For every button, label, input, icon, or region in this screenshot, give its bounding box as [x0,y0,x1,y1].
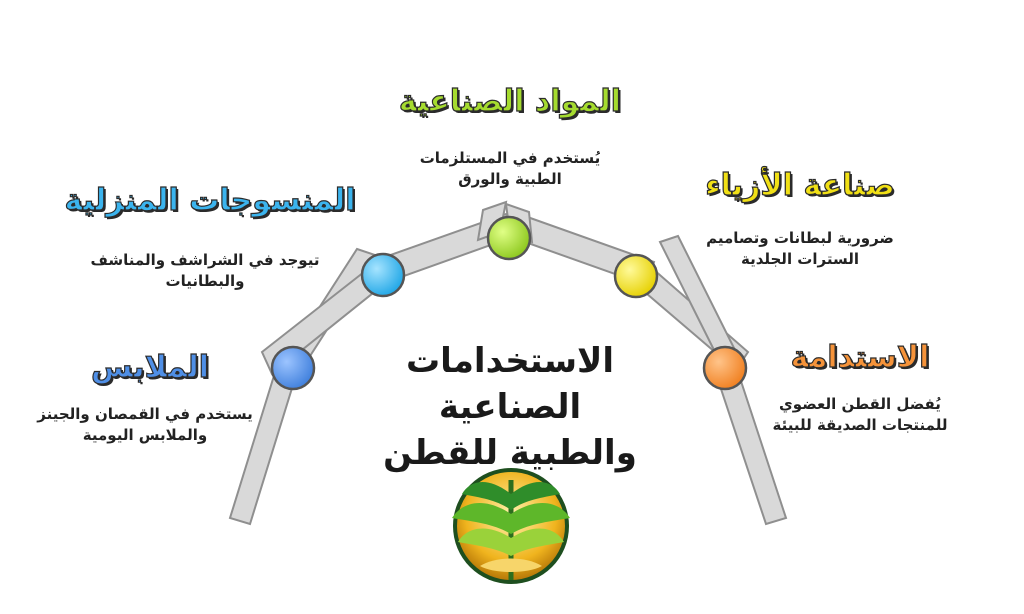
desc-home-textiles-line1: تيوجد في الشراشف والمناشف [90,251,320,269]
node-industrial [486,215,532,261]
heading-home-textiles: المنسوجات المنزلية [64,182,356,218]
desc-sustainability-line1: يُفضل القطن العضوي [779,395,941,413]
desc-sustainability: يُفضل القطن العضوي للمنتجات الصديقة للبي… [740,394,980,436]
desc-fashion: ضرورية لبطانات وتصاميم السترات الجلدية [680,228,920,270]
heading-industrial: المواد الصناعية [398,83,622,119]
desc-industrial: يُستخدم في المستلزمات الطبية والورق [390,148,630,190]
node-clothing [270,345,316,391]
desc-sustainability-line2: للمنتجات الصديقة للبيئة [772,416,948,434]
heading-fashion: صناعة الأزياء [705,167,896,203]
desc-industrial-line2: الطبية والورق [458,170,562,188]
desc-clothing: يستخدم في القمصان والجينز والملابس اليوم… [20,404,270,446]
node-fashion [613,253,659,299]
desc-clothing-line2: والملابس اليومية [82,426,208,444]
desc-home-textiles-line2: والبطانيات [165,272,245,290]
center-title-line1: الاستخدامات الصناعية [405,341,615,427]
center-title-line2: والطبية للقطن [383,433,637,473]
desc-fashion-line2: السترات الجلدية [740,250,860,268]
desc-clothing-line1: يستخدم في القمصان والجينز [37,405,253,423]
heading-sustainability: الاستدامة [790,339,930,375]
heading-clothing: الملابس [90,349,210,385]
desc-home-textiles: تيوجد في الشراشف والمناشف والبطانيات [75,250,335,292]
cotton-leaf-icon [452,468,570,584]
arch-beams [228,200,788,526]
desc-fashion-line1: ضرورية لبطانات وتصاميم [706,229,894,247]
center-title: الاستخدامات الصناعية والطبية للقطن [330,338,690,476]
desc-industrial-line1: يُستخدم في المستلزمات [419,149,601,167]
node-home-textiles [360,252,406,298]
node-sustainability [702,345,748,391]
